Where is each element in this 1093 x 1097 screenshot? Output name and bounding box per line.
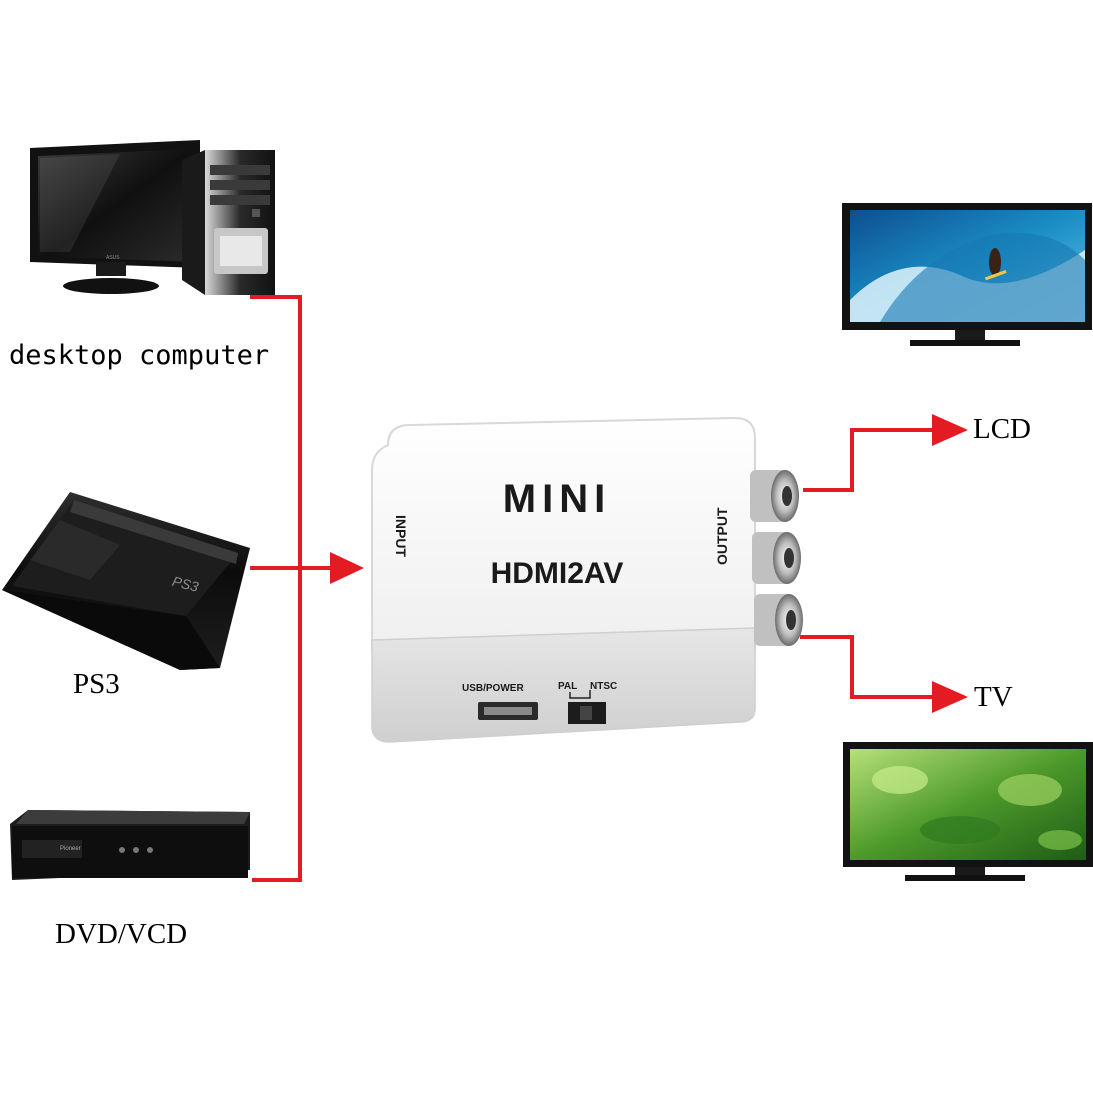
lcd-illustration [842,203,1092,346]
device-model: HDMI2AV [491,557,624,590]
input-bus-line [250,295,302,882]
label-tv: TV [974,681,1013,713]
device-usb-label: USB/POWER [462,683,524,694]
desktop-computer-illustration: ASUS [30,140,275,295]
input-arrow-head [330,552,364,584]
arrow-heads [330,414,968,713]
ps3-illustration: PS3 [2,492,250,670]
rca-jack-bottom [754,594,803,646]
label-desktop-computer: desktop computer [9,340,270,371]
ps3-logo: PS3 [171,573,201,595]
rca-jack-middle [752,532,801,584]
label-lcd: LCD [973,413,1031,445]
connector-lines [250,295,942,882]
tv-output-line [800,635,942,699]
label-ps3: PS3 [73,668,120,700]
dvd-player-illustration: Pioneer [10,810,250,880]
device-ntsc-label: NTSC [590,681,617,692]
hdmi2av-converter: MINI HDMI2AV INPUT OUTPUT USB/POWER PAL … [371,416,803,743]
lcd-arrow-head [932,414,968,446]
rca-jack-top [750,470,799,522]
tv-illustration [843,742,1093,881]
label-dvd-vcd: DVD/VCD [55,918,188,950]
device-title: MINI [503,477,611,521]
lcd-output-line [803,428,942,492]
dvd-brand: Pioneer [60,846,81,852]
monitor-brand: ASUS [106,255,120,261]
device-output-label: OUTPUT [714,507,730,565]
tv-arrow-head [932,681,968,713]
device-input-label: INPUT [393,515,409,557]
device-pal-label: PAL [558,681,577,692]
